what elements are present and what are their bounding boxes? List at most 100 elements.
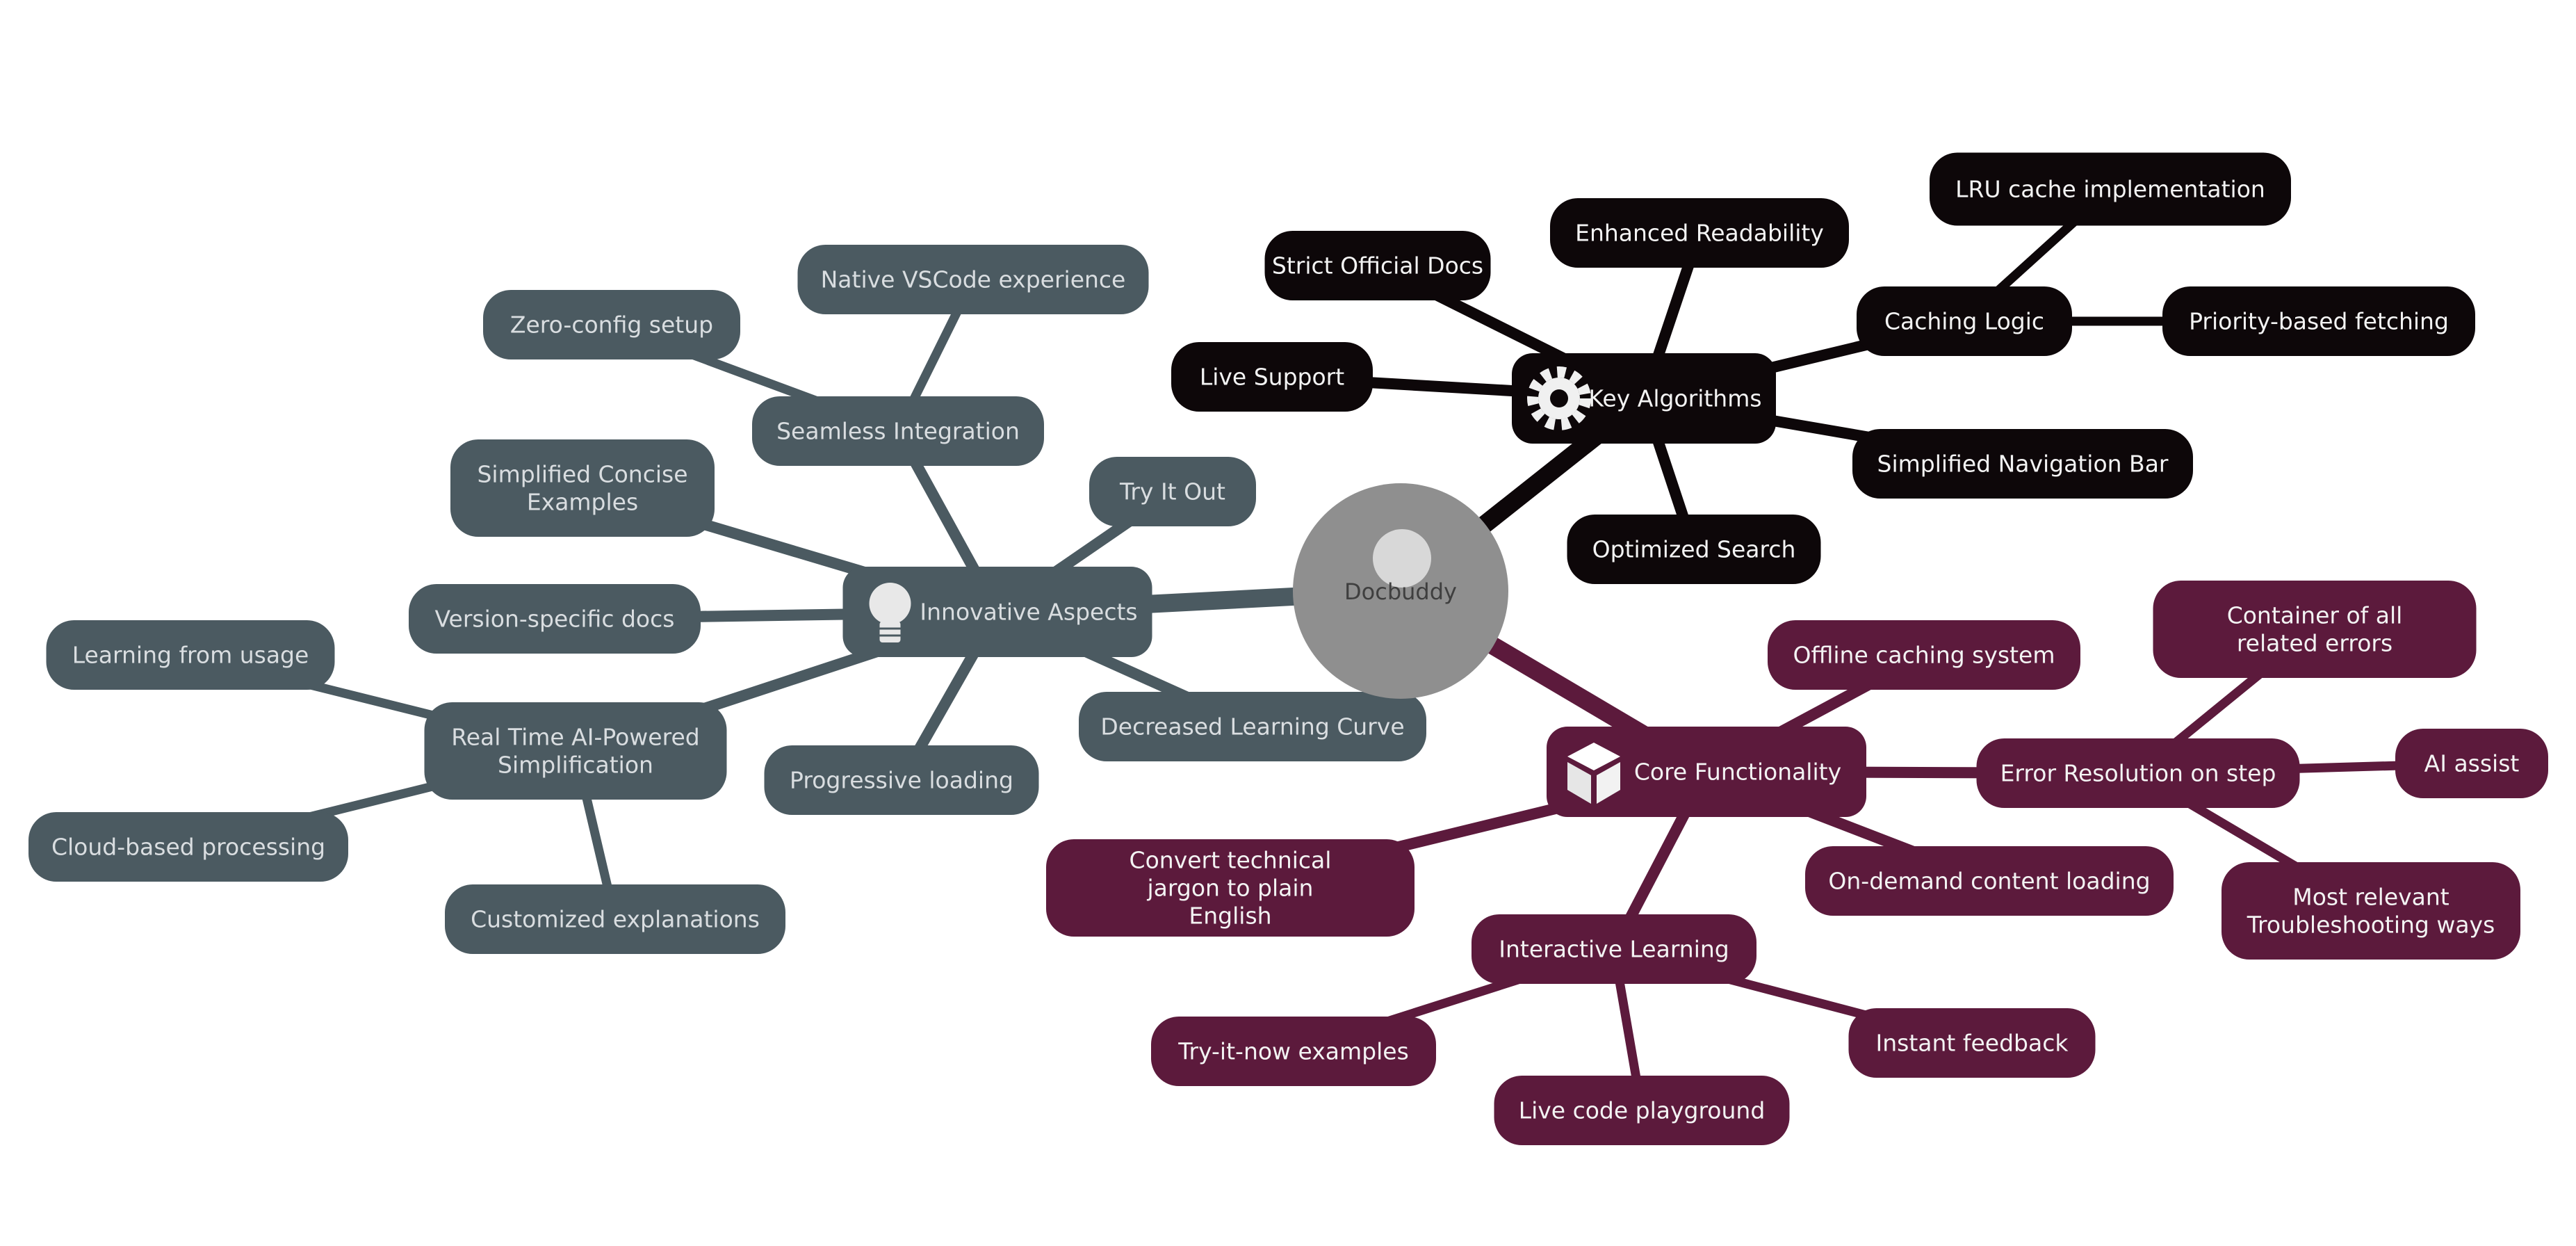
node-customized-explanations[interactable]: Customized explanations [445,884,785,954]
node-box [445,884,785,954]
node-live-support[interactable]: Live Support [1171,342,1373,412]
node-label: Strict Official Docs [1272,252,1483,280]
node-box [28,812,348,882]
node-label: Seamless Integration [776,418,1020,445]
node-box [1768,620,2080,690]
node-try-it-now-examples[interactable]: Try-it-now examples [1151,1017,1436,1086]
node-label: Innovative Aspects [920,599,1137,626]
root-decoration [1373,529,1431,588]
node-cloud-based-processing[interactable]: Cloud-based processing [28,812,348,882]
node-box [1079,692,1426,761]
node-label: Zero-config setup [510,312,713,339]
node-box [46,620,335,690]
node-instant-feedback[interactable]: Instant feedback [1848,1008,2096,1078]
branch-innovative-aspects[interactable]: Innovative Aspects [842,567,1152,657]
node-box [1151,1017,1436,1086]
node-box [1567,515,1821,584]
node-box [1848,1008,2096,1078]
node-box [450,439,715,537]
node-box [764,745,1039,815]
root-circle [1293,483,1508,699]
node-label: Live Support [1200,364,1344,391]
node-interactive-learning[interactable]: Interactive Learning [1472,914,1756,984]
node-lru-cache-implementation[interactable]: LRU cache implementation [1930,152,2291,226]
node-label: Progressive loading [790,767,1013,794]
node-box [483,290,740,359]
node-label: Try-it-now examples [1177,1038,1409,1065]
node-label: Error Resolution on step [2000,760,2276,787]
node-label: Learning from usage [72,642,309,669]
node-label: Customized explanations [471,906,760,933]
node-label: Instant feedback [1876,1030,2069,1057]
node-label: On-demand content loading [1828,868,2150,895]
node-label: Live code playground [1519,1097,1766,1124]
gear-icon [1527,366,1591,430]
node-label: AI assist [2424,750,2520,777]
node-label: Simplified Navigation Bar [1877,451,2169,478]
node-box [1930,152,2291,226]
node-caching-logic[interactable]: Caching Logic [1857,286,2072,356]
node-offline-caching-system[interactable]: Offline caching system [1768,620,2080,690]
node-box [2153,581,2477,678]
node-label: Caching Logic [1884,308,2044,335]
branch-key-algorithms[interactable]: Key Algorithms [1512,353,1776,444]
mind-map-nodes: Strict Official Docs Enhanced Readability… [28,152,2548,1145]
node-label: Try It Out [1119,478,1225,505]
node-strict-official-docs[interactable]: Strict Official Docs [1264,231,1491,300]
node-label: Cloud-based processing [51,834,325,861]
node-enhanced-readability[interactable]: Enhanced Readability [1550,198,1849,268]
node-live-code-playground[interactable]: Live code playground [1494,1076,1790,1145]
node-label: Decreased Learning Curve [1100,713,1404,741]
box-icon [1567,743,1620,804]
node-box [797,245,1149,314]
node-simplified-navigation-bar[interactable]: Simplified Navigation Bar [1852,429,2193,499]
node-box [2395,729,2548,798]
node-box [1046,839,1415,937]
node-box [1089,457,1256,526]
node-seamless-integration[interactable]: Seamless Integration [752,396,1044,466]
node-zero-config-setup[interactable]: Zero-config setup [483,290,740,359]
node-priority-based-fetching[interactable]: Priority-based fetching [2162,286,2475,356]
root-label: Docbuddy [1344,578,1457,605]
node-error-resolution-on-step[interactable]: Error Resolution on step [1976,738,2300,808]
node-label: Native VSCode experience [821,266,1126,293]
node-progressive-loading[interactable]: Progressive loading [764,745,1039,815]
node-box [1976,738,2300,808]
node-version-specific-docs[interactable]: Version-specific docs [409,584,701,654]
root-node[interactable]: Docbuddy [1293,483,1508,699]
node-label: Key Algorithms [1588,385,1761,412]
branch-core-functionality[interactable]: Core Functionality [1547,727,1866,817]
node-box [1494,1076,1790,1145]
node-box [2162,286,2475,356]
node-decreased-learning-curve[interactable]: Decreased Learning Curve [1079,692,1426,761]
node-box [2222,862,2520,960]
node-box [1805,846,2174,916]
node-label: LRU cache implementation [1955,176,2265,203]
node-label: Offline caching system [1793,642,2055,669]
node-optimized-search[interactable]: Optimized Search [1567,515,1821,584]
node-try-it-out[interactable]: Try It Out [1089,457,1256,526]
node-box [409,584,701,654]
node-ai-assist[interactable]: AI assist [2395,729,2548,798]
node-label: Version-specific docs [435,606,675,633]
node-box [1171,342,1373,412]
node-box [424,702,727,800]
node-on-demand-content-loading[interactable]: On-demand content loading [1805,846,2174,916]
node-box [1857,286,2072,356]
node-box [1264,231,1491,300]
node-learning-from-usage[interactable]: Learning from usage [46,620,335,690]
node-label: Optimized Search [1592,536,1796,563]
node-box [1550,198,1849,268]
node-native-vscode-experience[interactable]: Native VSCode experience [797,245,1149,314]
